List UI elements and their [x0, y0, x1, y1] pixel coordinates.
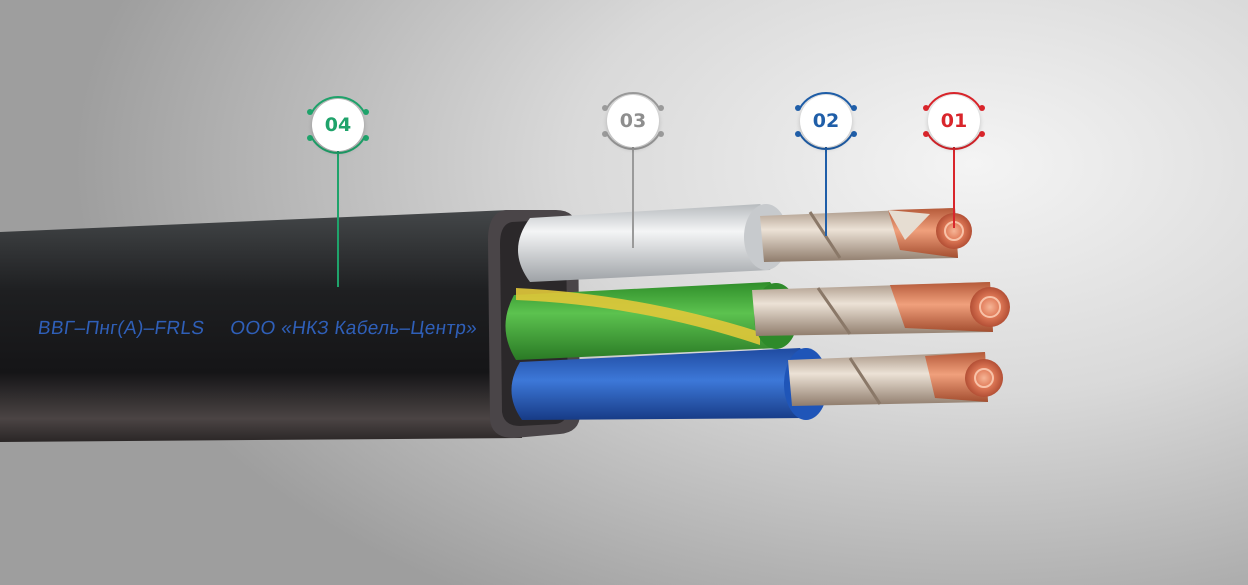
callout-badge-02: 02 — [800, 95, 852, 147]
marking-type: ВВГ–Пнг(А)–FRLS — [36, 318, 206, 339]
cable-sheath — [0, 210, 522, 442]
marking-manufacturer: ООО «НКЗ Кабель–Центр» — [228, 318, 479, 339]
callout-badge-03: 03 — [607, 95, 659, 147]
cable-marking-text: ВВГ–Пнг(А)–FRLS ООО «НКЗ Кабель–Центр» — [36, 318, 479, 340]
green-yellow-core — [505, 282, 1010, 360]
callout-badge-04: 04 — [312, 99, 364, 151]
white-core — [518, 204, 972, 282]
callout-badge-01: 01 — [928, 95, 980, 147]
blue-core — [511, 348, 1003, 420]
